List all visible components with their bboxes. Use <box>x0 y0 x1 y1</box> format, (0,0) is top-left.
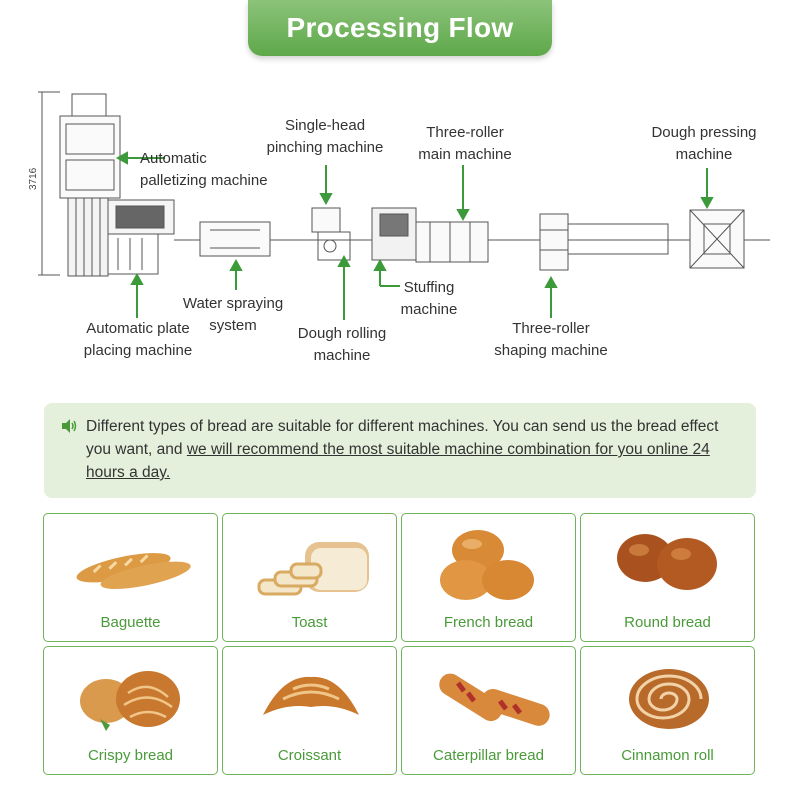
crispy-bread-icon <box>80 671 180 731</box>
bread-card-toast: Toast <box>222 513 397 642</box>
bread-name: Baguette <box>100 614 161 631</box>
machine-line-drawing: 3716 <box>28 91 770 320</box>
round-bread-icon <box>617 534 717 590</box>
caterpillar-bread-icon <box>439 673 550 726</box>
title-banner: Processing Flow <box>248 0 552 56</box>
label-main-machine: Three-roller main machine <box>418 124 512 163</box>
bread-name: Round bread <box>624 614 711 631</box>
dimension-label: 3716 <box>28 167 39 190</box>
bread-name: Croissant <box>277 747 342 764</box>
label-water-spraying: Water spraying system <box>182 295 284 334</box>
label-dough-rolling: Dough rolling machine <box>297 325 387 364</box>
note-text: Different types of bread are suitable fo… <box>86 418 719 458</box>
label-pressing-machine: Dough pressing machine <box>651 124 757 163</box>
bread-card-round-bread: Round bread <box>580 513 755 642</box>
french-bread-icon <box>440 530 534 600</box>
note-link-text[interactable]: we will recommend the most suitable mach… <box>86 441 710 481</box>
bread-card-baguette: Baguette <box>43 513 218 642</box>
label-shaping-machine: Three-roller shaping machine <box>494 320 608 359</box>
processing-flow-diagram: 3716 Automatic palletizing machine Singl… <box>0 60 800 390</box>
croissant-icon <box>263 676 359 715</box>
baguette-icon <box>76 553 191 589</box>
bread-card-croissant: Croissant <box>222 646 397 775</box>
label-pinching-machine: Single-head pinching machine <box>266 117 384 156</box>
label-palletizing-machine: Automatic palletizing machine <box>140 150 268 189</box>
bread-name: Caterpillar bread <box>433 747 544 764</box>
page-title: Processing Flow <box>286 12 514 43</box>
recommendation-note: Different types of bread are suitable fo… <box>44 403 756 498</box>
toast-icon <box>257 542 369 596</box>
bread-name: Crispy bread <box>87 747 174 764</box>
speaker-icon <box>62 419 77 433</box>
bread-name: French bread <box>443 614 534 631</box>
label-stuffing-machine: Stuffing machine <box>400 279 458 318</box>
bread-card-french-bread: French bread <box>401 513 576 642</box>
label-plate-placing: Automatic plate placing machine <box>83 320 193 359</box>
bread-card-cinnamon-roll: Cinnamon roll <box>580 646 755 775</box>
bread-name: Toast <box>291 614 328 631</box>
cinnamon-roll-icon <box>629 669 709 729</box>
bread-name: Cinnamon roll <box>621 747 714 764</box>
bread-card-caterpillar-bread: Caterpillar bread <box>401 646 576 775</box>
bread-card-crispy-bread: Crispy bread <box>43 646 218 775</box>
